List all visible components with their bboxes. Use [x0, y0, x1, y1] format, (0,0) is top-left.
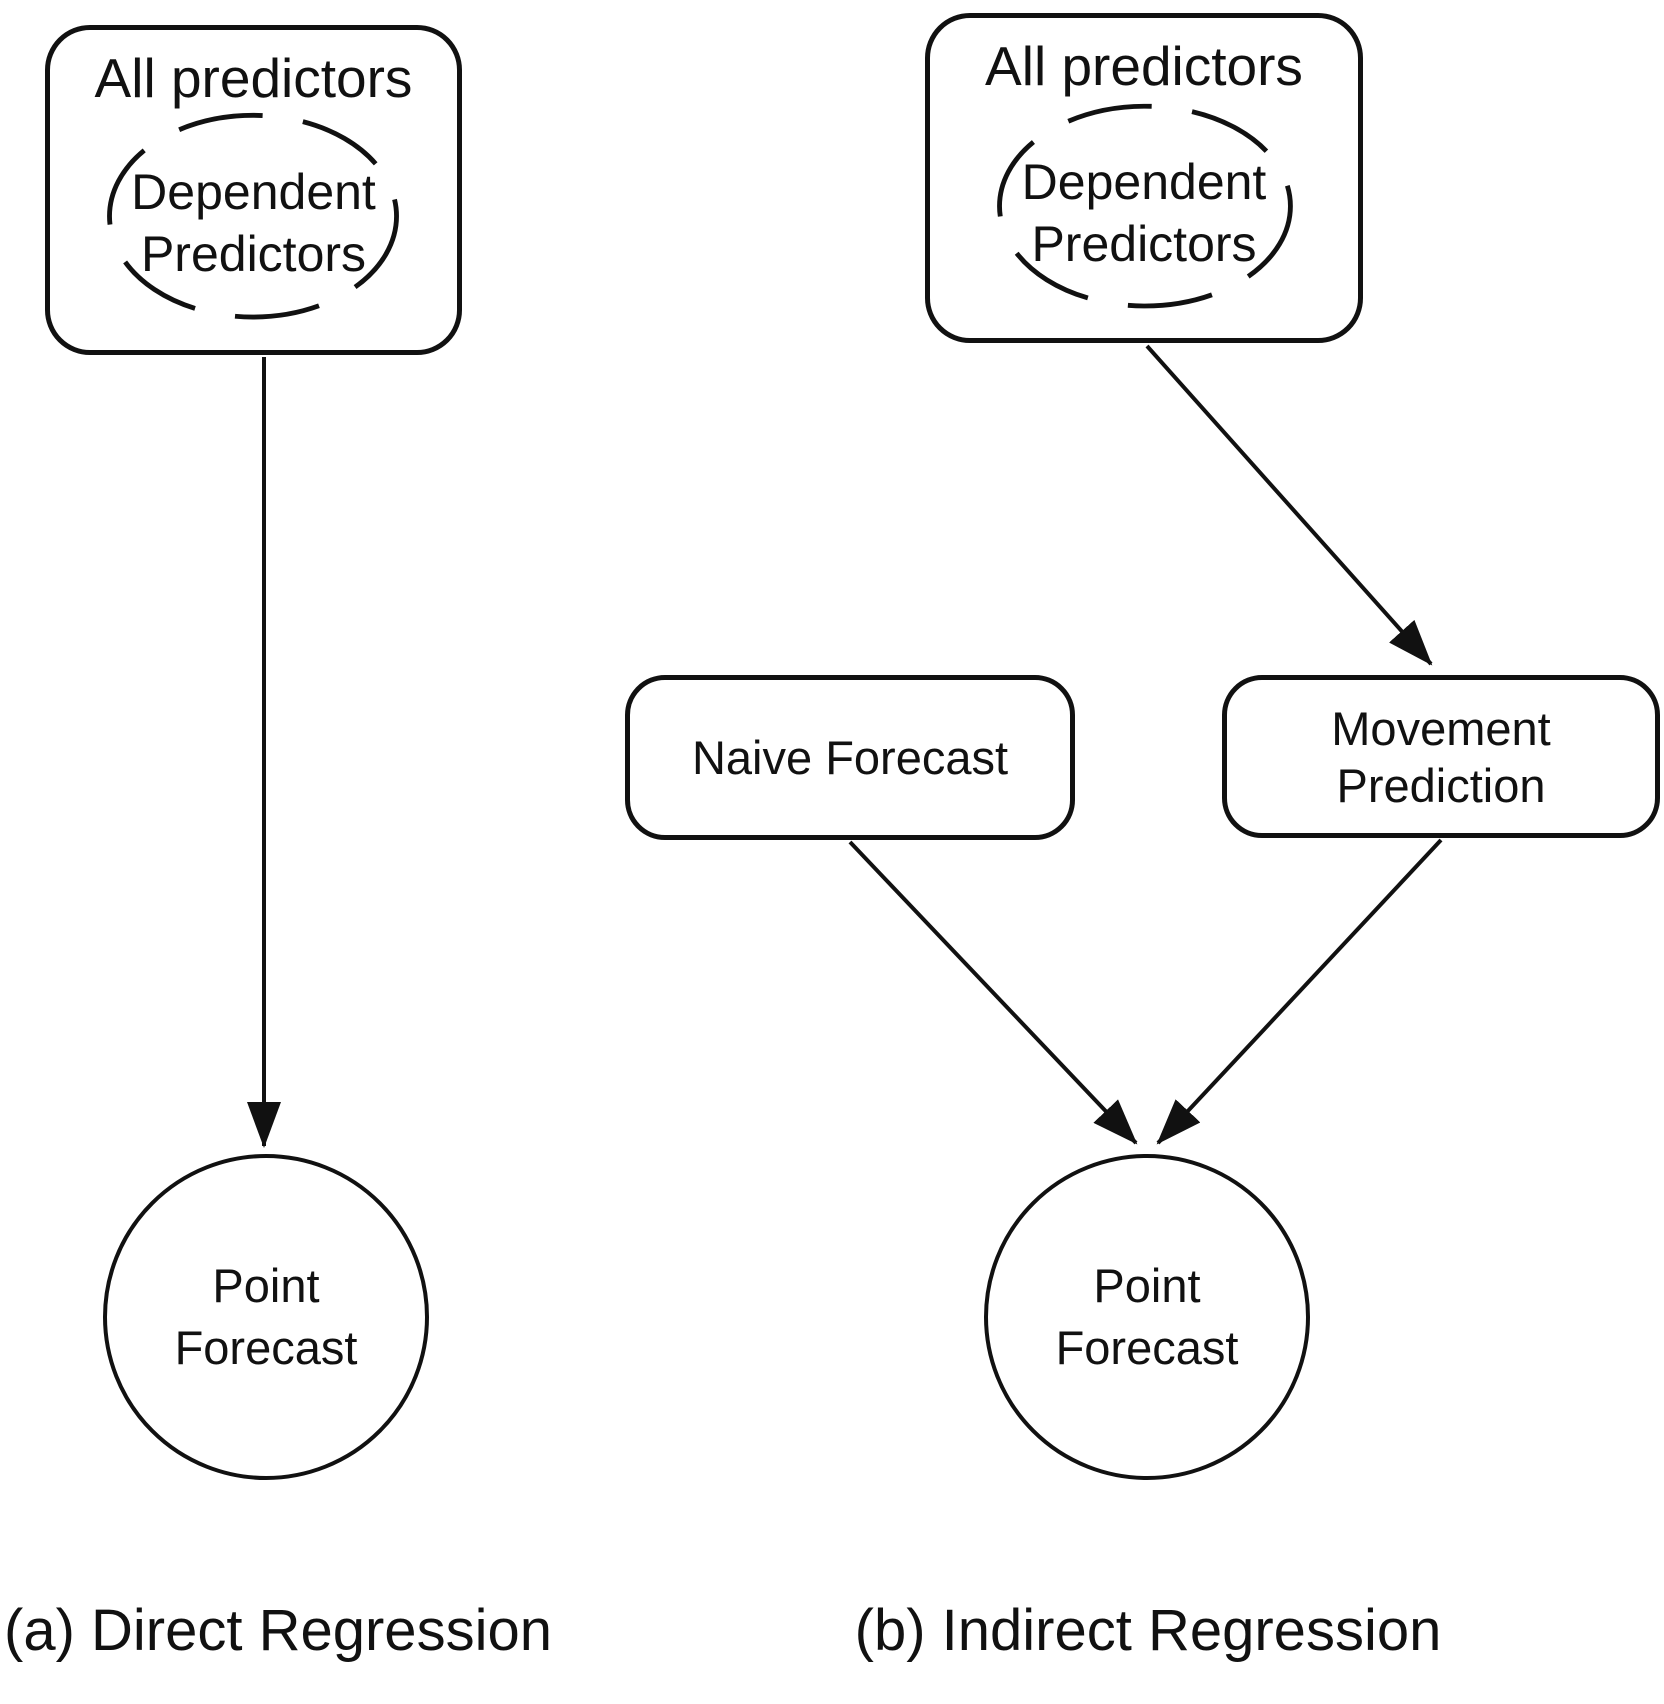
label-line: Predictors — [140, 226, 367, 282]
point-forecast-label-b: Point Forecast — [1056, 1255, 1239, 1379]
all-predictors-box-b: All predictors Dependent Predictors — [925, 13, 1363, 343]
point-forecast-label-a: Point Forecast — [175, 1255, 358, 1379]
label-line: Dependent — [131, 164, 376, 220]
dependent-predictors-ellipse-a — [107, 112, 399, 320]
point-forecast-circle-a: Point Forecast — [103, 1154, 429, 1480]
label-line: Forecast — [1055, 1321, 1239, 1374]
label-line: Movement — [1331, 701, 1551, 755]
arrow-b-naive-to-point — [848, 840, 1138, 1145]
label-line: Prediction — [1336, 758, 1546, 812]
arrow-b-movement-to-point — [1156, 838, 1443, 1145]
movement-prediction-label: Movement Prediction — [1331, 700, 1550, 814]
caption-indirect-regression: (b) Indirect Regression — [854, 1598, 1442, 1663]
point-forecast-circle-b: Point Forecast — [984, 1154, 1310, 1480]
arrow-b-predictors-to-movement — [1145, 344, 1433, 666]
label-line: Dependent — [1021, 154, 1267, 210]
label-line: Point — [1093, 1259, 1201, 1312]
all-predictors-title-a: All predictors — [94, 47, 413, 109]
label-line: Point — [212, 1259, 320, 1312]
label-line: Predictors — [1031, 216, 1257, 272]
dependent-predictors-ellipse-b — [997, 103, 1293, 309]
all-predictors-box-a: All predictors Dependent Predictors — [45, 25, 462, 355]
all-predictors-title-b: All predictors — [985, 35, 1303, 97]
dependent-predictors-label-a: Dependent Predictors — [50, 161, 457, 285]
movement-prediction-box: Movement Prediction — [1222, 675, 1660, 838]
naive-forecast-box: Naive Forecast — [625, 675, 1075, 840]
dependent-predictors-label-b: Dependent Predictors — [930, 151, 1358, 275]
naive-forecast-label: Naive Forecast — [691, 731, 1009, 784]
caption-direct-regression: (a) Direct Regression — [4, 1598, 552, 1663]
label-line: Forecast — [174, 1321, 358, 1374]
